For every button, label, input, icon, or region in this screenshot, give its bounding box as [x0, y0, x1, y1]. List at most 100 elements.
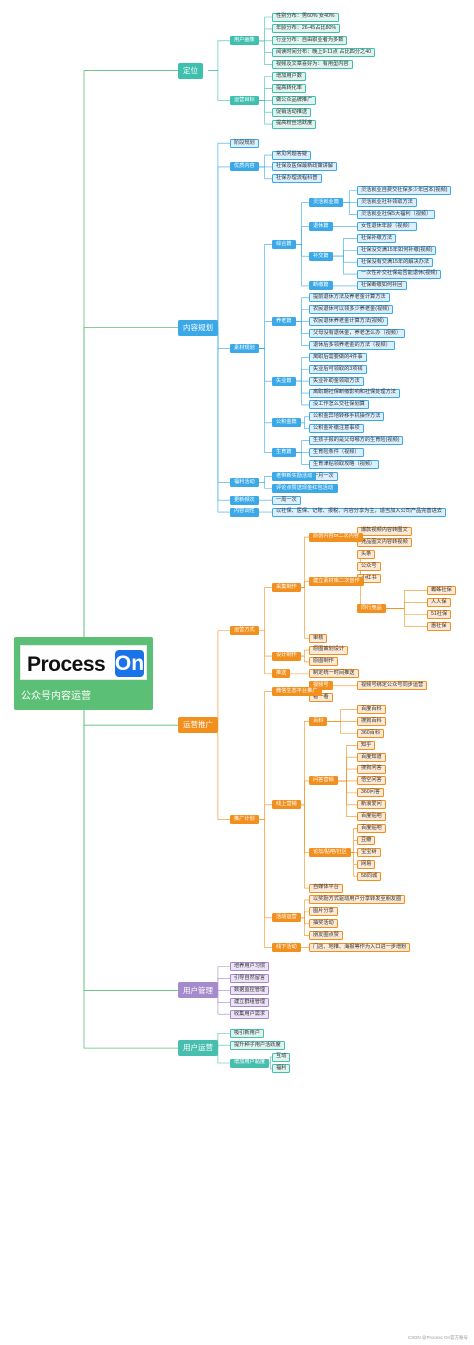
leaf-node[interactable]: 数据监控管理 [230, 985, 270, 995]
branch-node[interactable]: 评论点赞送现金红包活动 [272, 483, 338, 493]
leaf-node[interactable]: 生孩子报的是父母哪方的生育险(视频) [309, 436, 404, 446]
branch-node[interactable]: 活动运营 [272, 913, 301, 923]
leaf-node[interactable]: 离职期社保断缴影响和社保处理方法 [309, 388, 400, 398]
branch-node[interactable]: 运营方式 [230, 626, 259, 636]
branch-node[interactable]: 论坛/贴吧/社区 [309, 847, 351, 857]
leaf-node[interactable]: 社保没有交满15年的解决办法 [357, 257, 434, 267]
leaf-node[interactable]: 增加用户数 [272, 72, 306, 81]
leaf-node[interactable]: 社保断缴如何补回 [357, 281, 407, 291]
branch-node[interactable]: 推广计划 [230, 815, 259, 825]
leaf-node[interactable]: 引导自然留言 [230, 974, 270, 984]
leaf-node[interactable]: 豆瓣 [357, 835, 376, 845]
branch-node[interactable]: 公积金篇 [272, 418, 301, 428]
leaf-node[interactable]: 原图制作 [309, 657, 338, 667]
leaf-node[interactable]: 视频及文章喜好为：有用型内容 [272, 60, 353, 70]
leaf-node[interactable]: 提前退休方法及养老金计算方法 [309, 293, 390, 303]
leaf-node[interactable]: 朋友圈点赞 [309, 931, 343, 941]
leaf-node[interactable]: 年龄分布：26-45占比80% [272, 24, 340, 34]
leaf-node[interactable]: 视频号绑定公众号同步运营 [357, 681, 428, 691]
leaf-node[interactable]: 灵活就业社保5大福利（视频） [357, 210, 436, 220]
leaf-node[interactable]: 性别分布：男60% 女40% [272, 12, 339, 22]
branch-node[interactable]: 素材规划 [230, 343, 259, 353]
leaf-node[interactable]: 网易 [357, 859, 376, 869]
leaf-node[interactable]: 公积金补缴注意事项 [309, 424, 364, 434]
leaf-node[interactable]: 惠社保 [427, 621, 451, 631]
topic-node[interactable]: 用户运营 [178, 1040, 218, 1057]
branch-node[interactable]: 内容调性 [230, 507, 259, 517]
leaf-node[interactable]: 58同城 [357, 871, 382, 881]
leaf-node[interactable]: 51社保 [427, 609, 452, 619]
leaf-node[interactable]: 一周一次 [272, 495, 301, 505]
branch-node[interactable]: 综合篇 [272, 239, 296, 249]
leaf-node[interactable]: 头条 [357, 550, 376, 560]
leaf-node[interactable]: 百度贴吧 [357, 812, 386, 822]
branch-node[interactable]: 失业篇 [272, 376, 296, 386]
leaf-node[interactable]: 公积金异地转移手机操作方法 [309, 412, 385, 422]
branch-node[interactable]: 运营目标 [230, 95, 259, 105]
leaf-node[interactable]: 生育津贴领取攻略（视频） [309, 459, 380, 469]
topic-node[interactable]: 内容规划 [178, 319, 218, 336]
leaf-node[interactable]: 蜘蛛社保 [427, 586, 456, 596]
branch-node[interactable]: 断缴篇 [309, 281, 333, 291]
leaf-node[interactable]: 360百科 [357, 728, 385, 738]
leaf-node[interactable]: 社保及医保最新政策讲解 [272, 162, 338, 172]
branch-node[interactable]: 百科 [309, 716, 328, 726]
leaf-node[interactable]: 提高转化率 [272, 83, 306, 93]
leaf-node[interactable]: 悟空问答 [357, 776, 386, 786]
leaf-node[interactable]: 社保办理流程科普 [272, 174, 322, 184]
leaf-node[interactable]: 生育险条件（视频） [309, 448, 364, 458]
root-node[interactable]: Process On 公众号内容运营 [14, 637, 153, 710]
branch-node[interactable]: 推送 [272, 669, 291, 679]
branch-node[interactable]: 问答营销 [309, 776, 338, 786]
branch-node[interactable]: 建立素材库二次创作 [309, 577, 364, 587]
branch-node[interactable]: 增加用户黏度 [230, 1058, 270, 1068]
leaf-node[interactable]: 社保补缴方法 [357, 233, 397, 243]
branch-node[interactable]: 线上营销 [272, 800, 301, 810]
leaf-node[interactable]: 百度百科 [357, 705, 386, 715]
leaf-node[interactable]: 爆款视频内容转图文 [357, 526, 412, 536]
leaf-node[interactable]: 自媒体平台 [309, 883, 343, 893]
branch-node[interactable]: 灵活就业篇 [309, 198, 343, 208]
branch-node[interactable]: 补交篇 [309, 251, 333, 261]
leaf-node[interactable]: 常见问题答疑 [272, 150, 312, 160]
branch-node[interactable]: 用户画像 [230, 36, 259, 46]
branch-node[interactable]: 视频号 [309, 681, 333, 691]
branch-node[interactable]: 福利活动 [230, 477, 259, 487]
leaf-node[interactable]: 门店、地推、海报等作为入口进一步增粉 [309, 943, 411, 953]
branch-node[interactable]: 优质内容 [230, 162, 259, 172]
branch-node[interactable]: 养老篇 [272, 317, 296, 327]
leaf-node[interactable]: 知乎 [357, 740, 376, 750]
leaf-node[interactable]: 原图策划设计 [309, 645, 349, 655]
leaf-node[interactable]: 提升种子用户活跃度 [230, 1040, 285, 1050]
leaf-node[interactable]: 促销活动推送 [272, 107, 312, 117]
leaf-node[interactable]: 审核 [309, 633, 328, 643]
branch-node[interactable]: 同行竞品 [357, 603, 386, 613]
leaf-node[interactable]: 建立群组管理 [230, 997, 270, 1007]
branch-node[interactable]: 原创内容or二次内容 [309, 532, 364, 542]
topic-node[interactable]: 定位 [178, 62, 203, 79]
branch-node[interactable]: 退休篇 [309, 221, 333, 231]
leaf-node[interactable]: 灵活就业社补领取方法 [357, 198, 417, 208]
leaf-node[interactable]: 百度贴吧 [357, 824, 386, 834]
leaf-node[interactable]: 竞品图文内容转视频 [357, 538, 412, 548]
leaf-node[interactable]: 提高粉丝活跃度 [272, 119, 317, 129]
branch-node[interactable]: 设计制作 [272, 651, 301, 661]
leaf-node[interactable]: 图片分享 [309, 907, 338, 917]
leaf-node[interactable]: 吸引新用户 [230, 1028, 264, 1038]
leaf-node[interactable]: 女性退休年龄（视频） [357, 221, 417, 231]
topic-node[interactable]: 运营推广 [178, 717, 218, 734]
leaf-node[interactable]: 一次性补交社保是否能退休(视频) [357, 269, 442, 279]
leaf-node[interactable]: 百度知道 [357, 752, 386, 762]
leaf-node[interactable]: 公众号 [357, 562, 381, 572]
leaf-node[interactable]: 阶段规划 [230, 138, 259, 148]
leaf-node[interactable]: 360问答 [357, 788, 385, 798]
leaf-node[interactable]: 人人保 [427, 597, 451, 607]
leaf-node[interactable]: 失业后可领取的3项钱 [309, 364, 367, 374]
leaf-node[interactable]: 以奖励方式驱动用户分享转发至朋友圈 [309, 895, 406, 905]
leaf-node[interactable]: 农民退休可以领多少养老金(视频) [309, 305, 394, 315]
topic-node[interactable]: 用户管理 [178, 982, 218, 999]
leaf-node[interactable]: 社保没交满15年如何补缴(视频) [357, 245, 437, 255]
leaf-node[interactable]: 福利 [272, 1064, 291, 1074]
branch-node[interactable]: 微信生态平台推广 [272, 687, 322, 697]
leaf-node[interactable]: 搜狗问答 [357, 764, 386, 774]
